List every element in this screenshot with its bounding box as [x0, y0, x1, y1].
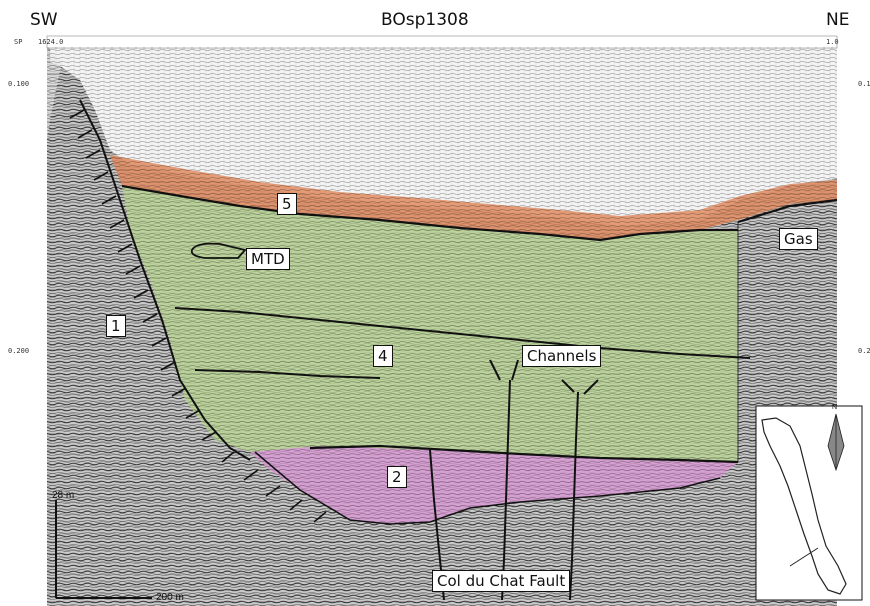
fault-label: Col du Chat Fault: [432, 570, 570, 592]
trace-axis-end: 1.0: [826, 38, 839, 46]
time-tick-right-mid: 0.2: [858, 347, 870, 355]
inset-map: [756, 406, 862, 600]
trace-axis: [47, 36, 837, 48]
scale-vertical-label: 28 m: [52, 490, 74, 501]
trace-axis-label: SP: [14, 38, 22, 46]
time-tick-right-top: 0.1: [858, 80, 870, 88]
inset-north-label: N: [832, 404, 837, 411]
scale-horizontal-label: 200 m: [156, 592, 184, 603]
gas-label: Gas: [779, 228, 818, 250]
mtd-label: MTD: [246, 248, 290, 270]
direction-right: NE: [826, 10, 849, 30]
figure-title: BOsp1308: [381, 10, 469, 30]
trace-axis-start: 1624.0: [38, 38, 63, 46]
unit-label-5: 5: [277, 193, 297, 215]
time-tick-left-top: 0.100: [8, 80, 29, 88]
unit-label-2: 2: [387, 466, 407, 488]
channels-label: Channels: [522, 345, 601, 367]
unit-label-4: 4: [373, 345, 393, 367]
direction-left: SW: [30, 10, 58, 30]
time-tick-left-mid: 0.200: [8, 347, 29, 355]
unit-label-1: 1: [106, 315, 126, 337]
